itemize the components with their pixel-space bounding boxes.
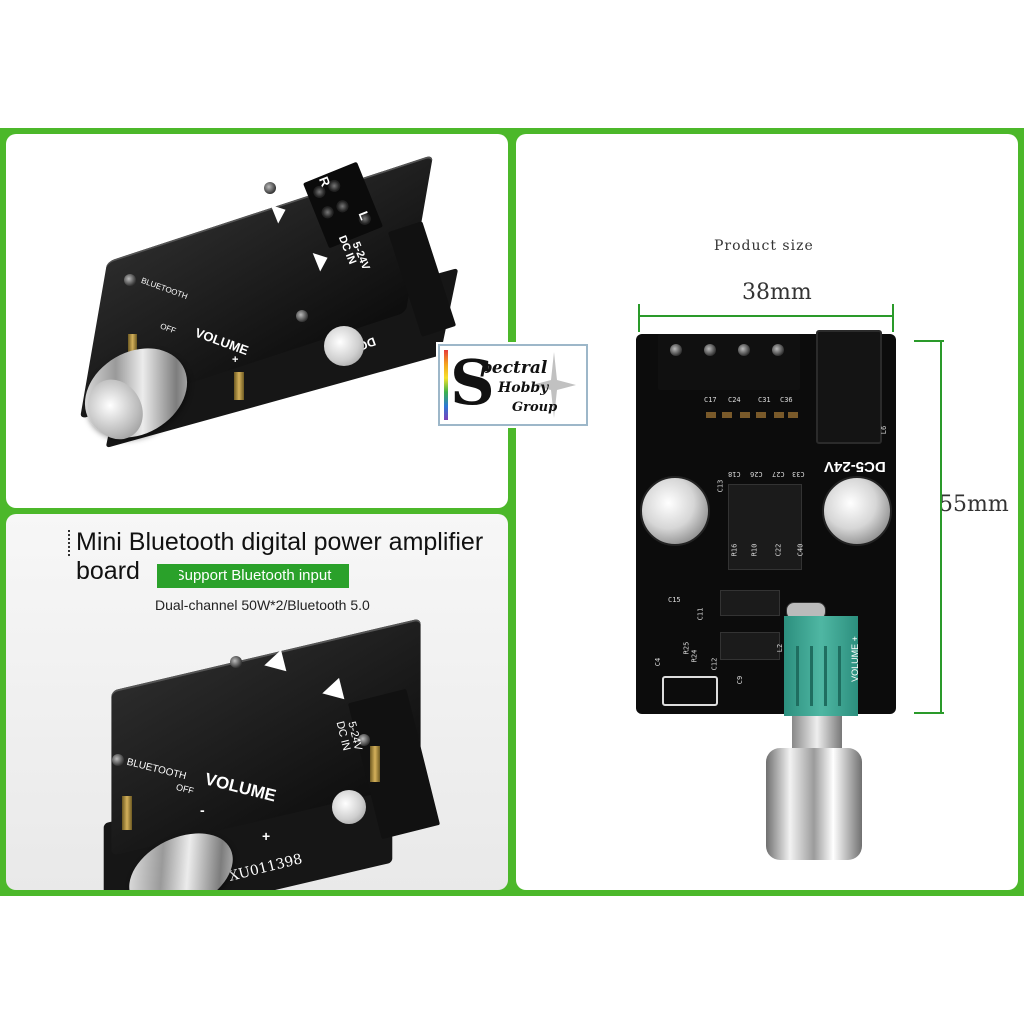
dc-jack	[816, 330, 882, 444]
silk-c26: C26	[750, 470, 763, 478]
screw	[230, 656, 242, 668]
silk-c40: C40	[796, 543, 805, 557]
silk-c4: C4	[654, 657, 663, 667]
silk-r10: R10	[750, 543, 759, 557]
volume-potentiometer[interactable]	[784, 616, 858, 716]
amplifier-board-angled: R L DC IN 5-24V BLUETOOTH OFF VOLUME + D…	[68, 154, 459, 462]
silk-c31: C31	[758, 396, 771, 404]
silk-plus: +	[262, 828, 271, 844]
silk-c18: C18	[728, 470, 741, 478]
smd-component	[740, 412, 750, 418]
terminal-screw	[704, 344, 716, 356]
logo-word-hobby: Hobby	[498, 380, 549, 396]
silk-c33: C33	[792, 470, 805, 478]
silk-c17: C17	[704, 396, 717, 404]
silk-c15: C15	[668, 596, 681, 604]
silk-volume: VOLUME +	[849, 636, 860, 682]
silk-c12: C12	[710, 657, 719, 671]
green-frame: R L DC IN 5-24V BLUETOOTH OFF VOLUME + D…	[0, 128, 1024, 896]
antenna-trace	[662, 676, 718, 706]
silk-c27: C27	[772, 470, 785, 478]
width-tick-left	[638, 304, 640, 332]
standoff	[128, 334, 137, 358]
silk-c24: C24	[728, 396, 741, 404]
standoff	[234, 372, 244, 400]
screw	[112, 754, 124, 766]
smd-component	[788, 412, 798, 418]
screw	[358, 734, 370, 746]
product-size-label: Product size	[714, 238, 814, 254]
silk-dc-voltage: DC5-24V	[824, 458, 886, 475]
terminal-screw	[670, 344, 682, 356]
product-subtitle: Dual-channel 50W*2/Bluetooth 5.0	[155, 597, 370, 613]
terminal-screw	[738, 344, 750, 356]
smd-component	[774, 412, 784, 418]
height-tick-bottom	[914, 712, 944, 714]
silk-r16: R16	[730, 543, 739, 557]
logo-big-letter: S	[450, 346, 495, 419]
width-dimension-line	[638, 315, 894, 317]
silk-minus: -	[200, 802, 205, 818]
height-label: 55mm	[939, 492, 1009, 517]
height-dimension-line	[940, 340, 942, 714]
spectral-hobby-group-logo: S pectral Hobby Group	[438, 344, 588, 426]
silk-c22: C22	[774, 543, 783, 557]
panel-feature-board: Mini Bluetooth digital power amplifier b…	[6, 514, 508, 890]
dsp-ic	[720, 632, 780, 660]
bluetooth-ic	[720, 590, 780, 616]
width-label: 38mm	[742, 280, 812, 305]
silk-c9: C9	[736, 675, 745, 685]
silk-l6: L6	[880, 425, 889, 435]
panel-angled-board: R L DC IN 5-24V BLUETOOTH OFF VOLUME + D…	[6, 134, 508, 508]
silk-r24: R24	[690, 649, 699, 663]
capacitor-left	[640, 476, 710, 546]
silk-c13: C13	[716, 479, 725, 493]
logo-word-group: Group	[512, 400, 558, 415]
capacitor	[324, 326, 364, 366]
silk-c36: C36	[780, 396, 793, 404]
width-tick-right	[892, 304, 894, 332]
panel-dimensions: Product size 38mm 55mm C17 C24 C31 C36	[516, 134, 1018, 890]
feature-badge-text: Support Bluetooth input	[174, 567, 332, 584]
smd-component	[706, 412, 716, 418]
amplifier-board-front: DC IN 5-24V BLUETOOTH OFF VOLUME - + XU0…	[96, 618, 441, 890]
height-tick-top	[914, 340, 944, 342]
logo-rainbow-bar	[444, 350, 448, 420]
logo-sparkle-icon	[532, 352, 576, 418]
product-title-text: Mini Bluetooth digital power amplifier b…	[76, 528, 484, 585]
screw	[264, 182, 276, 194]
volume-knob[interactable]	[766, 748, 862, 860]
logo-word-spectral: pectral	[480, 358, 548, 378]
amplifier-pcb: C17 C24 C31 C36 DC5-24V C13 C18 C26 C27 …	[636, 330, 896, 716]
feature-badge: Support Bluetooth input	[157, 564, 349, 588]
smd-component	[756, 412, 766, 418]
capacitor-right	[822, 476, 892, 546]
smd-component	[722, 412, 732, 418]
silk-plus: +	[232, 354, 239, 366]
screw	[124, 274, 136, 286]
silk-c11: C11	[696, 607, 705, 621]
product-title: Mini Bluetooth digital power amplifier b…	[68, 528, 508, 586]
terminal-screw	[772, 344, 784, 356]
amplifier-ic	[728, 484, 802, 570]
terminal-block	[658, 334, 800, 390]
standoff	[122, 796, 132, 830]
capacitor	[332, 790, 366, 824]
standoff	[370, 746, 380, 782]
silk-r25: R25	[682, 641, 691, 655]
screw	[296, 310, 308, 322]
